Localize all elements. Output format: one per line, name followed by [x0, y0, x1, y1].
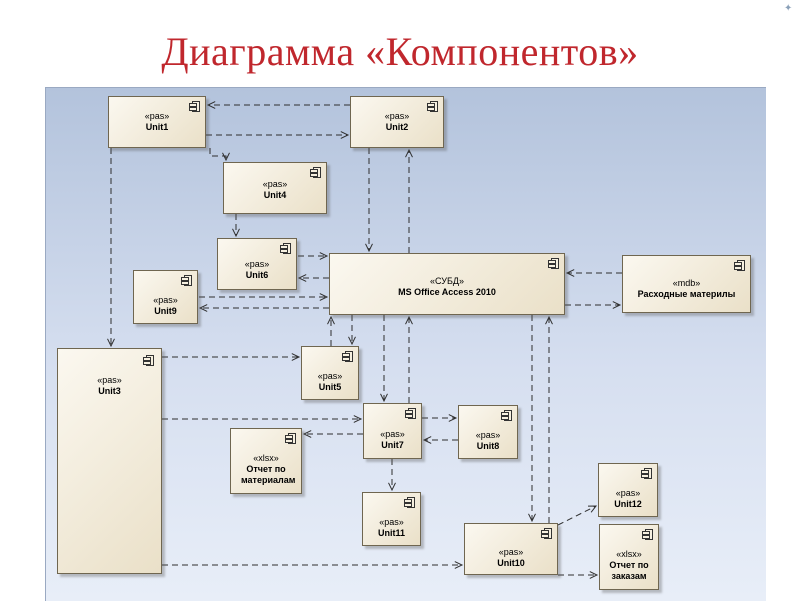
component-subd[interactable]: «СУБД» MS Office Access 2010: [329, 253, 565, 315]
component-name: Отчет по заказам: [609, 560, 649, 581]
component-unit6[interactable]: «pas» Unit6: [217, 238, 297, 290]
arrowhead-icon: [327, 315, 335, 325]
arrowhead-icon: [405, 148, 413, 158]
arrowhead-icon: [388, 482, 396, 492]
arrowhead-icon: [545, 315, 553, 325]
component-stereotype: «СУБД»: [430, 276, 464, 286]
component-icon: [143, 355, 154, 366]
arrowhead-icon: [319, 293, 329, 301]
component-unit8[interactable]: «pas» Unit8: [458, 405, 518, 459]
arrowhead-icon: [405, 315, 413, 325]
component-icon: [280, 243, 291, 254]
component-name: Unit9: [154, 306, 177, 316]
component-icon: [342, 351, 353, 362]
arrowhead-icon: [365, 243, 373, 253]
arrowhead-icon: [448, 414, 458, 422]
component-icon: [641, 468, 652, 479]
component-name: Unit4: [263, 190, 287, 200]
arrowhead-icon: [107, 338, 115, 348]
corner-mark-icon: ✦: [784, 3, 793, 14]
component-name: Unit1: [145, 122, 169, 132]
component-xlsx1[interactable]: «xlsx» Отчет по материалам: [230, 428, 302, 494]
component-stereotype: «pas»: [317, 371, 343, 381]
component-unit1[interactable]: «pas» Unit1: [108, 96, 206, 148]
arrowhead-icon: [348, 336, 356, 346]
arrowhead-icon: [206, 101, 216, 109]
component-icon: [189, 101, 200, 112]
component-unit4[interactable]: «pas» Unit4: [223, 162, 327, 214]
arrowhead-icon: [589, 571, 599, 579]
component-stereotype: «xlsx»: [616, 549, 642, 559]
component-name: Unit3: [98, 386, 121, 396]
component-name: Unit8: [476, 441, 500, 451]
component-stereotype: «pas»: [97, 375, 122, 385]
component-name: Unit11: [377, 528, 405, 538]
arrowhead-icon: [291, 353, 301, 361]
component-stereotype: «pas»: [144, 111, 170, 121]
arrowhead-icon: [565, 269, 575, 277]
arrowhead-icon: [232, 228, 240, 238]
arrowhead-icon: [302, 430, 312, 438]
arrowhead-icon: [422, 436, 432, 444]
arrowhead-icon: [319, 252, 329, 260]
component-stereotype: «xlsx»: [253, 453, 279, 463]
component-icon: [405, 408, 416, 419]
arrowhead-icon: [353, 415, 363, 423]
component-icon: [642, 529, 653, 540]
arrowhead-icon: [612, 301, 622, 309]
component-unit10[interactable]: «pas» Unit10: [464, 523, 558, 575]
component-icon: [548, 258, 559, 269]
component-name: Расходные материлы: [637, 289, 736, 299]
component-stereotype: «pas»: [380, 429, 405, 439]
component-unit5[interactable]: «pas» Unit5: [301, 346, 359, 400]
component-name: Unit7: [381, 440, 404, 450]
component-icon: [734, 260, 745, 271]
component-unit3[interactable]: «pas» Unit3: [57, 348, 162, 574]
component-icon: [181, 275, 192, 286]
arrowhead-icon: [587, 505, 598, 513]
component-icon: [285, 433, 296, 444]
component-stereotype: «pas»: [615, 488, 641, 498]
component-stereotype: «pas»: [244, 259, 270, 269]
arrowhead-icon: [454, 561, 464, 569]
component-xlsx2[interactable]: «xlsx» Отчет по заказам: [599, 524, 659, 590]
component-stereotype: «pas»: [262, 179, 288, 189]
component-name: Unit6: [245, 270, 269, 280]
dependency-line: [557, 505, 597, 526]
arrowhead-icon: [222, 152, 230, 162]
arrowhead-icon: [340, 131, 350, 139]
slide-title: Диаграмма «Компонентов»: [161, 29, 639, 74]
component-unit12[interactable]: «pas» Unit12: [598, 463, 658, 517]
arrowhead-icon: [297, 274, 307, 282]
component-stereotype: «pas»: [153, 295, 178, 305]
component-unit2[interactable]: «pas» Unit2: [350, 96, 444, 148]
component-stereotype: «mdb»: [672, 278, 701, 288]
component-unit7[interactable]: «pas» Unit7: [363, 403, 422, 459]
component-stereotype: «pas»: [475, 430, 501, 440]
component-stereotype: «pas»: [384, 111, 410, 121]
component-name: Отчет по материалам: [241, 464, 296, 485]
component-name: Unit12: [614, 499, 642, 509]
component-stereotype: «pas»: [498, 547, 524, 557]
component-name: Unit2: [385, 122, 409, 132]
component-name: Unit10: [497, 558, 525, 568]
component-name: Unit5: [318, 382, 342, 392]
component-name: MS Office Access 2010: [398, 287, 496, 297]
component-icon: [404, 497, 415, 508]
component-stereotype: «pas»: [379, 517, 404, 527]
component-unit9[interactable]: «pas» Unit9: [133, 270, 198, 324]
component-icon: [541, 528, 552, 539]
arrowhead-icon: [198, 304, 208, 312]
component-icon: [501, 410, 512, 421]
arrowhead-icon: [380, 393, 388, 403]
component-mdb[interactable]: «mdb» Расходные материлы: [622, 255, 751, 313]
dependency-line: [209, 148, 227, 160]
arrowhead-icon: [528, 513, 536, 523]
component-unit11[interactable]: «pas» Unit11: [362, 492, 421, 546]
component-icon: [427, 101, 438, 112]
component-icon: [310, 167, 321, 178]
